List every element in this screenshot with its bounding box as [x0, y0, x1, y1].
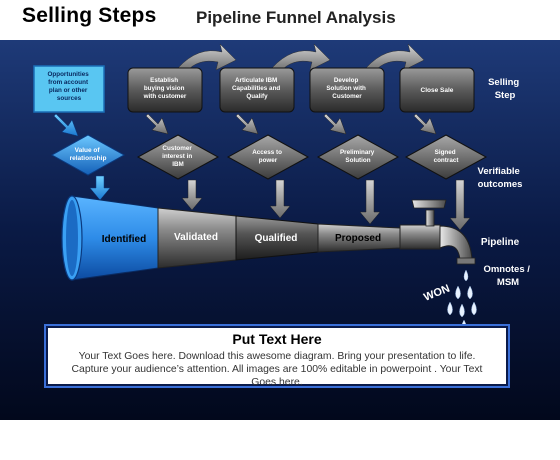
grey-arrow-icon — [449, 179, 471, 231]
pipeline-label: Pipeline — [481, 237, 520, 248]
top-box-develop: Develop Solution with Customer — [309, 67, 385, 113]
svg-text:Preliminary Solution: Preliminary Solution — [340, 149, 376, 164]
top-box-close-sale: Close Sale — [399, 67, 475, 113]
omnotes-label: Omnotes / MSM — [483, 264, 532, 288]
selling-step-label: Selling Step — [488, 77, 522, 101]
page-subtitle: Pipeline Funnel Analysis — [196, 8, 396, 27]
svg-text:Opportunities from acc: Opportunities from account plan or other… — [47, 71, 90, 102]
grey-arrow-icon — [181, 179, 203, 211]
drop-icon — [463, 269, 469, 282]
grey-arrow-icon — [269, 179, 291, 219]
text-box: Put Text Here Your Text Goes here. Downl… — [44, 324, 510, 388]
svg-text:Value of relationship: Value of relationship — [70, 147, 107, 162]
tap-handle-icon — [411, 199, 447, 209]
grey-arrow-icon — [323, 113, 347, 135]
drop-icon — [447, 301, 453, 316]
svg-text:Develop Solution with: Develop Solution with Customer — [326, 77, 367, 100]
grey-arrow-icon — [235, 113, 259, 135]
diamond-value: Value of relationship — [50, 134, 126, 176]
blue-arrow-icon — [89, 175, 111, 201]
svg-text:Customer interest in: Customer interest in IBM — [162, 145, 194, 168]
funnel-stage-proposed: Proposed — [335, 233, 381, 244]
grey-arrow-icon — [413, 113, 437, 135]
page-title: Selling Steps — [22, 4, 157, 27]
curved-arrow-3 — [365, 43, 425, 73]
grey-arrow-icon — [145, 113, 169, 135]
blue-arrow-icon — [53, 113, 79, 137]
drop-icon — [455, 285, 461, 300]
diamond-preliminary: Preliminary Solution — [316, 134, 400, 180]
svg-text:Establish buying visio: Establish buying vision with customer — [143, 77, 187, 100]
top-box-label-line: Opportunities — [47, 71, 89, 78]
funnel-diagram: Opportunities from account plan or other… — [0, 40, 560, 420]
funnel-stage-validated: Validated — [174, 232, 218, 243]
curved-arrow-1 — [177, 43, 237, 73]
drop-icon — [471, 301, 477, 316]
text-box-body: Your Text Goes here. Download this aweso… — [71, 351, 483, 388]
pipeline-funnel — [61, 195, 476, 281]
top-box-opportunities: Opportunities from account plan or other… — [33, 65, 105, 113]
text-box-title: Put Text Here — [232, 331, 322, 347]
verifiable-outcomes-label: Verifiable outcomes — [478, 166, 523, 190]
funnel-stage-qualified: Qualified — [255, 233, 298, 244]
drop-icon — [459, 303, 465, 318]
down-arrows-top — [53, 113, 437, 137]
top-box-articulate: Articulate IBM Capabilities and Qualify — [219, 67, 295, 113]
diamond-signed: Signed contract — [404, 134, 488, 180]
svg-text:Access to power: Access to power — [252, 149, 284, 164]
diamond-access: Access to power — [226, 134, 310, 180]
top-box-label: Close Sale — [421, 87, 454, 94]
svg-text:Signed contract: Signed contract — [434, 149, 460, 164]
down-arrows-funnel — [89, 175, 471, 231]
svg-text:Articulate IBM Capabil: Articulate IBM Capabilities and Qualify — [232, 77, 282, 100]
diamond-customer-interest: Customer interest in IBM — [136, 134, 220, 180]
funnel-stage-identified: Identified — [102, 234, 146, 245]
drop-icon — [467, 285, 473, 300]
top-box-establish: Establish buying vision with customer — [127, 67, 203, 113]
water-drops — [447, 269, 477, 334]
grey-arrow-icon — [359, 179, 381, 225]
slide: Selling Steps Pipeline Funnel Analysis — [0, 0, 560, 420]
curved-arrow-2 — [271, 43, 331, 73]
header-bar: Selling Steps Pipeline Funnel Analysis — [0, 0, 560, 40]
